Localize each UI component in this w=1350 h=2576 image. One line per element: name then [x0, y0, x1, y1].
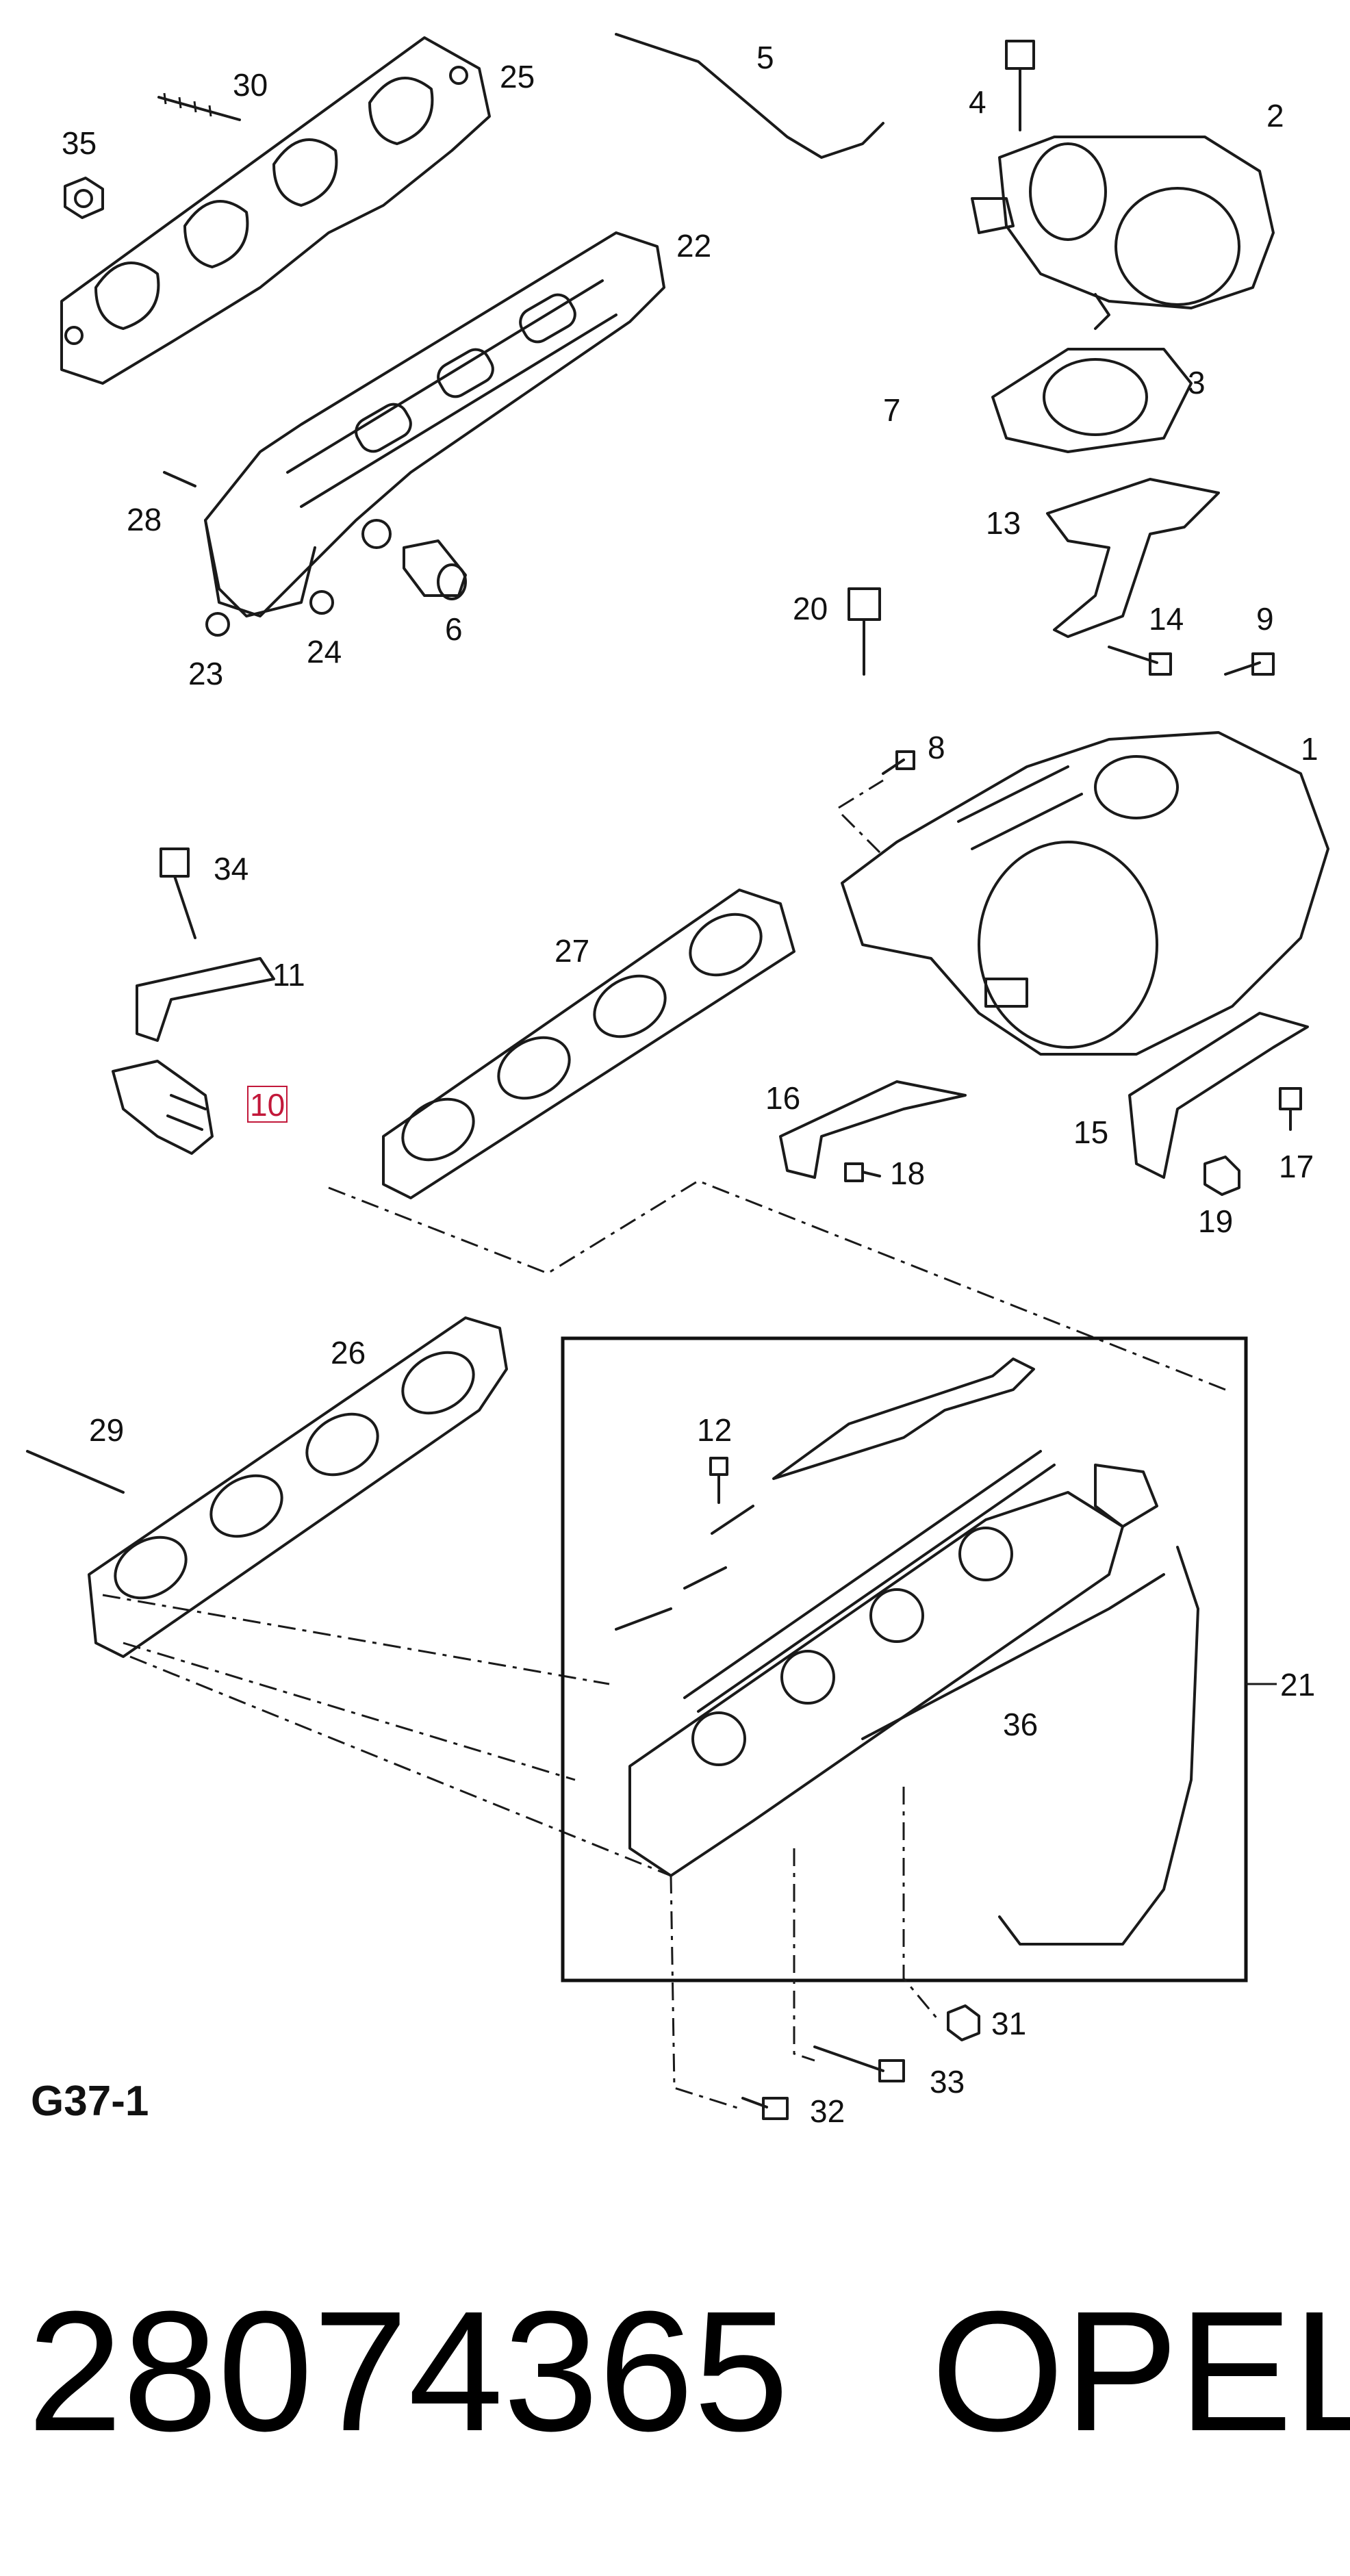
callout-23: 23: [188, 656, 223, 691]
pin-28-drawing: [163, 471, 196, 487]
callout-14: 14: [1149, 601, 1184, 637]
leader-to-32: [670, 1875, 740, 2110]
screw-18-drawing: [844, 1162, 881, 1182]
callout-12: 12: [697, 1412, 732, 1448]
bolt-14-drawing: [1108, 646, 1172, 676]
callout-26: 26: [331, 1335, 366, 1370]
bolt-12-drawing: [709, 1457, 728, 1504]
bracket-13-drawing: [1046, 478, 1220, 638]
callout-16: 16: [765, 1080, 800, 1116]
callout-35: 35: [62, 125, 97, 161]
throttle-body-2-drawing: [971, 136, 1275, 330]
callout-27: 27: [555, 933, 589, 969]
stud-30-drawing: [157, 92, 241, 121]
callout-6: 6: [445, 611, 463, 647]
bracket-11-drawing: [136, 957, 275, 1042]
bolt-8-drawing: [882, 750, 915, 775]
callout-29: 29: [89, 1412, 124, 1448]
callout-31: 31: [991, 2006, 1026, 2041]
leader-to-33: [793, 1848, 815, 2062]
callout-10-highlight-box: [247, 1086, 288, 1123]
callout-30: 30: [233, 67, 268, 103]
callout-7: 7: [883, 392, 901, 428]
bolt-32-drawing: [741, 2097, 789, 2120]
leader-8-to-1: [838, 779, 884, 857]
callout-28: 28: [127, 502, 162, 537]
manifold-22-drawing: [204, 231, 665, 617]
bolt-4-drawing: [1005, 40, 1035, 131]
bolt-33-drawing: [813, 2045, 905, 2082]
callout-5: 5: [756, 40, 774, 75]
gasket-26-drawing: [88, 1316, 508, 1658]
bolt-9-drawing: [1224, 652, 1275, 676]
callout-32: 32: [810, 2093, 845, 2129]
bolt-34-drawing: [160, 847, 196, 939]
callout-24: 24: [307, 634, 342, 669]
nut-24-drawing: [309, 590, 334, 615]
callout-4: 4: [969, 84, 986, 120]
callout-9: 9: [1256, 601, 1274, 637]
leader-26-to-21: [102, 1594, 672, 1877]
callout-34: 34: [214, 851, 249, 887]
callout-17: 17: [1279, 1149, 1314, 1184]
gasket-27-drawing: [382, 889, 795, 1199]
bracket-16-drawing: [779, 1080, 967, 1179]
callout-13: 13: [986, 505, 1021, 541]
nut-19-drawing: [1203, 1156, 1240, 1196]
intake-manifold-1-drawing: [841, 731, 1329, 1056]
connector-10-drawing: [112, 1060, 214, 1155]
callout-21: 21: [1280, 1667, 1315, 1703]
nut-23-drawing: [205, 612, 230, 637]
callout-1: 1: [1301, 731, 1319, 767]
fitting-6-drawing: [403, 539, 467, 600]
callout-18: 18: [890, 1156, 925, 1191]
diagram-reference-code: G37-1: [31, 2078, 149, 2125]
callout-20: 20: [793, 591, 828, 626]
part-number: 28074365: [27, 2275, 789, 2466]
callout-15: 15: [1073, 1114, 1108, 1150]
callout-19: 19: [1198, 1203, 1233, 1239]
callout-36: 36: [1003, 1707, 1038, 1742]
callout-33: 33: [930, 2064, 965, 2100]
pipe-5-drawing: [615, 33, 884, 159]
leader-27-to-21: [328, 1179, 1226, 1391]
bolt-20-drawing: [848, 587, 881, 676]
callout-25: 25: [500, 59, 535, 94]
callout-10: 10: [250, 1087, 285, 1123]
stud-29-drawing: [26, 1450, 125, 1494]
gasket-3-drawing: [991, 348, 1193, 453]
callout-22: 22: [676, 228, 711, 264]
leader-to-31: [902, 1787, 939, 2020]
callout-11: 11: [272, 957, 305, 993]
bracket-15-drawing: [1128, 1012, 1309, 1179]
callout-3: 3: [1188, 365, 1206, 400]
nut-35-drawing: [64, 177, 104, 219]
bolt-17-drawing: [1279, 1087, 1302, 1131]
brand-name: OPEL: [931, 2275, 1350, 2466]
nut-31-drawing: [947, 2004, 980, 2041]
gasket-25-drawing: [60, 36, 491, 385]
fuel-rail-module-drawing: [615, 1357, 1199, 1946]
callout-2: 2: [1266, 98, 1284, 133]
callout-8: 8: [928, 730, 945, 765]
